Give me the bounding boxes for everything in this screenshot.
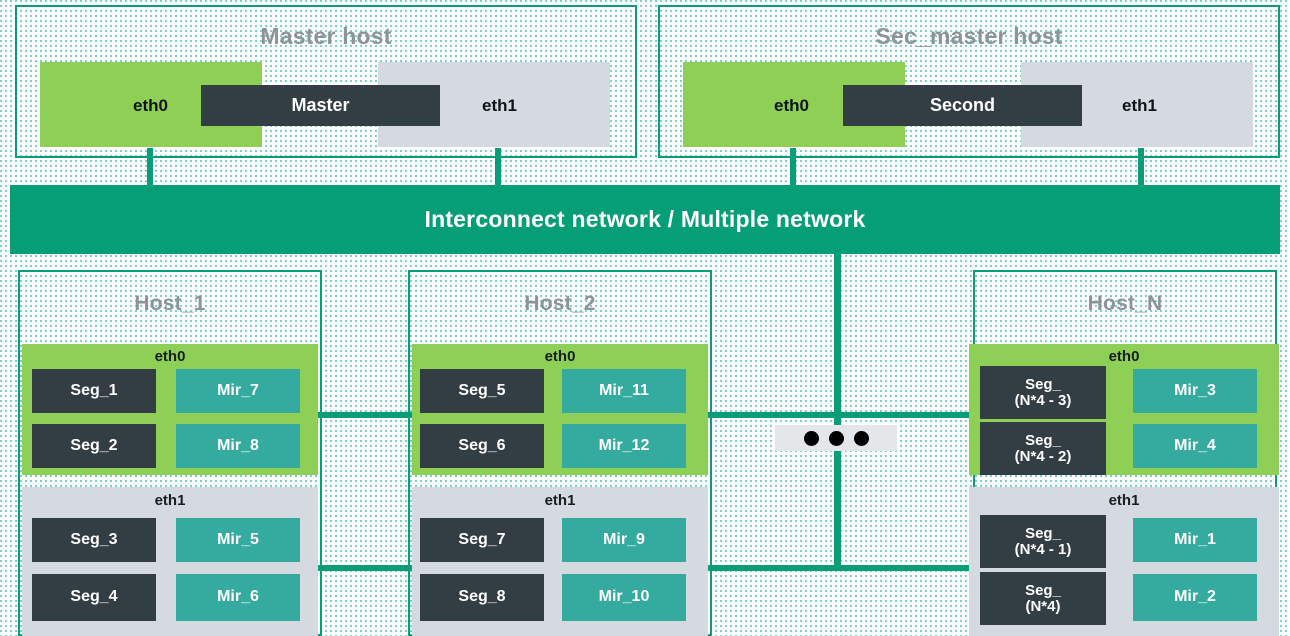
host-1-eth0-label: eth0 [154, 348, 186, 365]
host-n-eth1-label: eth1 [1108, 492, 1140, 509]
sec-master-host-title: Sec_master host [875, 23, 1063, 49]
connector-secmaster-eth0 [790, 148, 796, 188]
host-1-eth0-mirror-1[interactable]: Mir_8 [176, 424, 300, 468]
host-2-eth0-segment-0[interactable]: Seg_5 [420, 369, 544, 413]
host-2-eth1-segment-1[interactable]: Seg_8 [420, 574, 544, 621]
sec-master-host-card[interactable]: Sec_master host [658, 5, 1280, 158]
host-1-eth0-mirror-0[interactable]: Mir_7 [176, 369, 300, 413]
host-2-title: Host_2 [524, 292, 596, 315]
master-host-card[interactable]: Master host [15, 5, 637, 158]
ellipsis-dot-3 [853, 430, 869, 446]
host-2-eth1-mirror-1[interactable]: Mir_10 [562, 574, 686, 621]
host-1-eth1-label: eth1 [154, 492, 186, 509]
host-1-eth1-segment-0[interactable]: Seg_3 [32, 518, 156, 562]
interconnect-network-band[interactable]: Interconnect network / Multiple network [10, 185, 1280, 254]
interconnect-network-label: Interconnect network / Multiple network [424, 206, 866, 232]
master-host-eth1-label: eth1 [482, 96, 517, 115]
host-n-eth1-segment-1[interactable]: Seg_ (N*4) [980, 572, 1106, 625]
host-n-eth1-segment-0[interactable]: Seg_ (N*4 - 1) [980, 515, 1106, 568]
host-n-title: Host_N [1087, 292, 1163, 315]
host-2-eth1-mirror-0[interactable]: Mir_9 [562, 518, 686, 562]
host-n-eth1-mirror-1[interactable]: Mir_2 [1133, 574, 1257, 621]
host-n-eth0-mirror-0[interactable]: Mir_3 [1133, 369, 1257, 413]
sec-master-host-eth0-label: eth0 [774, 96, 809, 115]
host-1-eth1-mirror-1[interactable]: Mir_6 [176, 574, 300, 621]
master-host-eth0-label: eth0 [133, 96, 168, 115]
host-2-eth1-label: eth1 [544, 492, 576, 509]
host-n-eth1-mirror-0[interactable]: Mir_1 [1133, 518, 1257, 562]
connector-master-eth1 [495, 148, 501, 188]
ellipsis-dot-1 [803, 430, 819, 446]
host-1-eth1-segment-1[interactable]: Seg_4 [32, 574, 156, 621]
host-1-title: Host_1 [134, 292, 206, 315]
host-2-eth0-mirror-1[interactable]: Mir_12 [562, 424, 686, 468]
connector-master-eth0 [147, 148, 153, 188]
host-1-eth0-segment-0[interactable]: Seg_1 [32, 369, 156, 413]
host-2-eth0-label: eth0 [544, 348, 576, 365]
master-host-title: Master host [260, 23, 392, 49]
host-n-eth0-label: eth0 [1108, 348, 1140, 365]
ellipsis-dot-2 [828, 430, 844, 446]
master-host-role-box[interactable]: Master [201, 85, 440, 126]
host-n-eth0-segment-1[interactable]: Seg_ (N*4 - 2) [980, 422, 1106, 475]
host-n-eth0-mirror-1[interactable]: Mir_4 [1133, 424, 1257, 468]
more-hosts-ellipsis [775, 425, 897, 451]
host-1-eth1-mirror-0[interactable]: Mir_5 [176, 518, 300, 562]
connector-secmaster-eth1 [1138, 148, 1144, 188]
host-2-eth0-mirror-0[interactable]: Mir_11 [562, 369, 686, 413]
host-2-eth0-segment-1[interactable]: Seg_6 [420, 424, 544, 468]
host-n-eth0-segment-0[interactable]: Seg_ (N*4 - 3) [980, 366, 1106, 419]
host-2-eth1-segment-0[interactable]: Seg_7 [420, 518, 544, 562]
host-1-eth0-segment-1[interactable]: Seg_2 [32, 424, 156, 468]
sec-master-host-role-box[interactable]: Second [843, 85, 1082, 126]
sec-master-host-eth1-label: eth1 [1122, 96, 1157, 115]
